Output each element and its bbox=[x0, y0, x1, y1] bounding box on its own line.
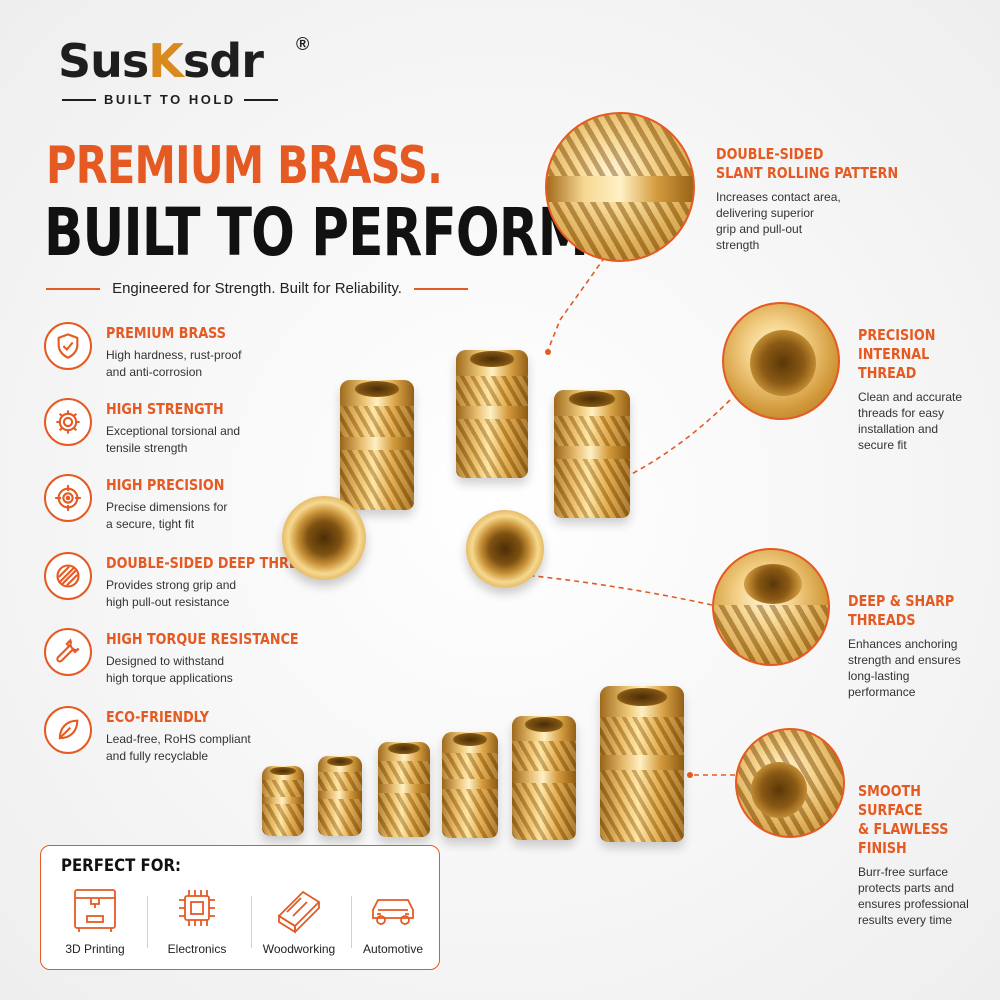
callout-smooth-surface: SMOOTH SURFACE & FLAWLESS FINISH Burr-fr… bbox=[858, 782, 969, 927]
feature-high-strength: HIGH STRENGTH Exceptional torsional and … bbox=[44, 398, 304, 457]
brass-insert-tilted bbox=[282, 496, 366, 580]
brass-insert bbox=[442, 732, 498, 838]
shield-check-icon bbox=[57, 333, 79, 359]
thread-icon bbox=[56, 564, 80, 588]
wrench-icon bbox=[56, 638, 80, 663]
feature-double-sided-deep-thread: DOUBLE-SIDED DEEP THREAD Provides strong… bbox=[44, 552, 318, 611]
registered-mark: ® bbox=[296, 34, 310, 54]
subline: Engineered for Strength. Built for Relia… bbox=[46, 280, 468, 297]
leaf-icon bbox=[58, 719, 79, 740]
brass-insert bbox=[512, 716, 576, 840]
zoom-smooth-surface bbox=[735, 728, 845, 838]
use-woodworking: Woodworking bbox=[253, 886, 345, 956]
car-icon bbox=[372, 899, 414, 925]
gear-icon bbox=[56, 410, 80, 434]
zoom-slant-pattern bbox=[545, 112, 695, 262]
brand-name: SusKsdr bbox=[58, 34, 264, 88]
callout-slant-pattern: DOUBLE-SIDED SLANT ROLLING PATTERN Incre… bbox=[716, 145, 899, 252]
use-automotive: Automotive bbox=[347, 886, 439, 956]
callout-internal-thread: PRECISION INTERNAL THREAD Clean and accu… bbox=[858, 326, 963, 452]
use-3d-printing: 3D Printing bbox=[49, 886, 141, 956]
brass-insert bbox=[600, 686, 684, 842]
chip-icon bbox=[179, 890, 215, 926]
crosshair-icon bbox=[55, 485, 81, 511]
brand-tagline: BUILT TO HOLD bbox=[104, 92, 236, 107]
callout-deep-threads: DEEP & SHARP THREADS Enhances anchoring … bbox=[848, 592, 961, 699]
feature-eco-friendly: ECO-FRIENDLY Lead-free, RoHS compliant a… bbox=[44, 706, 304, 765]
zoom-deep-threads bbox=[712, 548, 830, 666]
brand-logo: SusKsdr ® BUILT TO HOLD bbox=[58, 34, 328, 107]
3d-printer-icon bbox=[74, 889, 116, 932]
brass-insert bbox=[554, 390, 630, 518]
brass-insert bbox=[262, 766, 304, 836]
feature-premium-brass: PREMIUM BRASS High hardness, rust-proof … bbox=[44, 322, 304, 381]
headline-line-1: PREMIUM BRASS. bbox=[46, 136, 443, 196]
feature-high-torque-resistance: HIGH TORQUE RESISTANCE Designed to withs… bbox=[44, 628, 304, 687]
brass-insert bbox=[318, 756, 362, 836]
brass-insert bbox=[378, 742, 430, 837]
perfect-for-title: PERFECT FOR: bbox=[61, 856, 181, 876]
brass-insert bbox=[456, 350, 528, 478]
headline-line-2: BUILT TO PERFORM. bbox=[44, 194, 608, 271]
zoom-internal-thread bbox=[722, 302, 840, 420]
brass-insert-tilted bbox=[466, 510, 544, 588]
use-electronics: Electronics bbox=[151, 886, 243, 956]
wood-plank-icon bbox=[277, 890, 321, 934]
perfect-for-panel: PERFECT FOR: 3D Printing Electronics Woo… bbox=[40, 845, 440, 970]
feature-high-precision: HIGH PRECISION Precise dimensions for a … bbox=[44, 474, 304, 533]
brass-insert bbox=[340, 380, 414, 510]
